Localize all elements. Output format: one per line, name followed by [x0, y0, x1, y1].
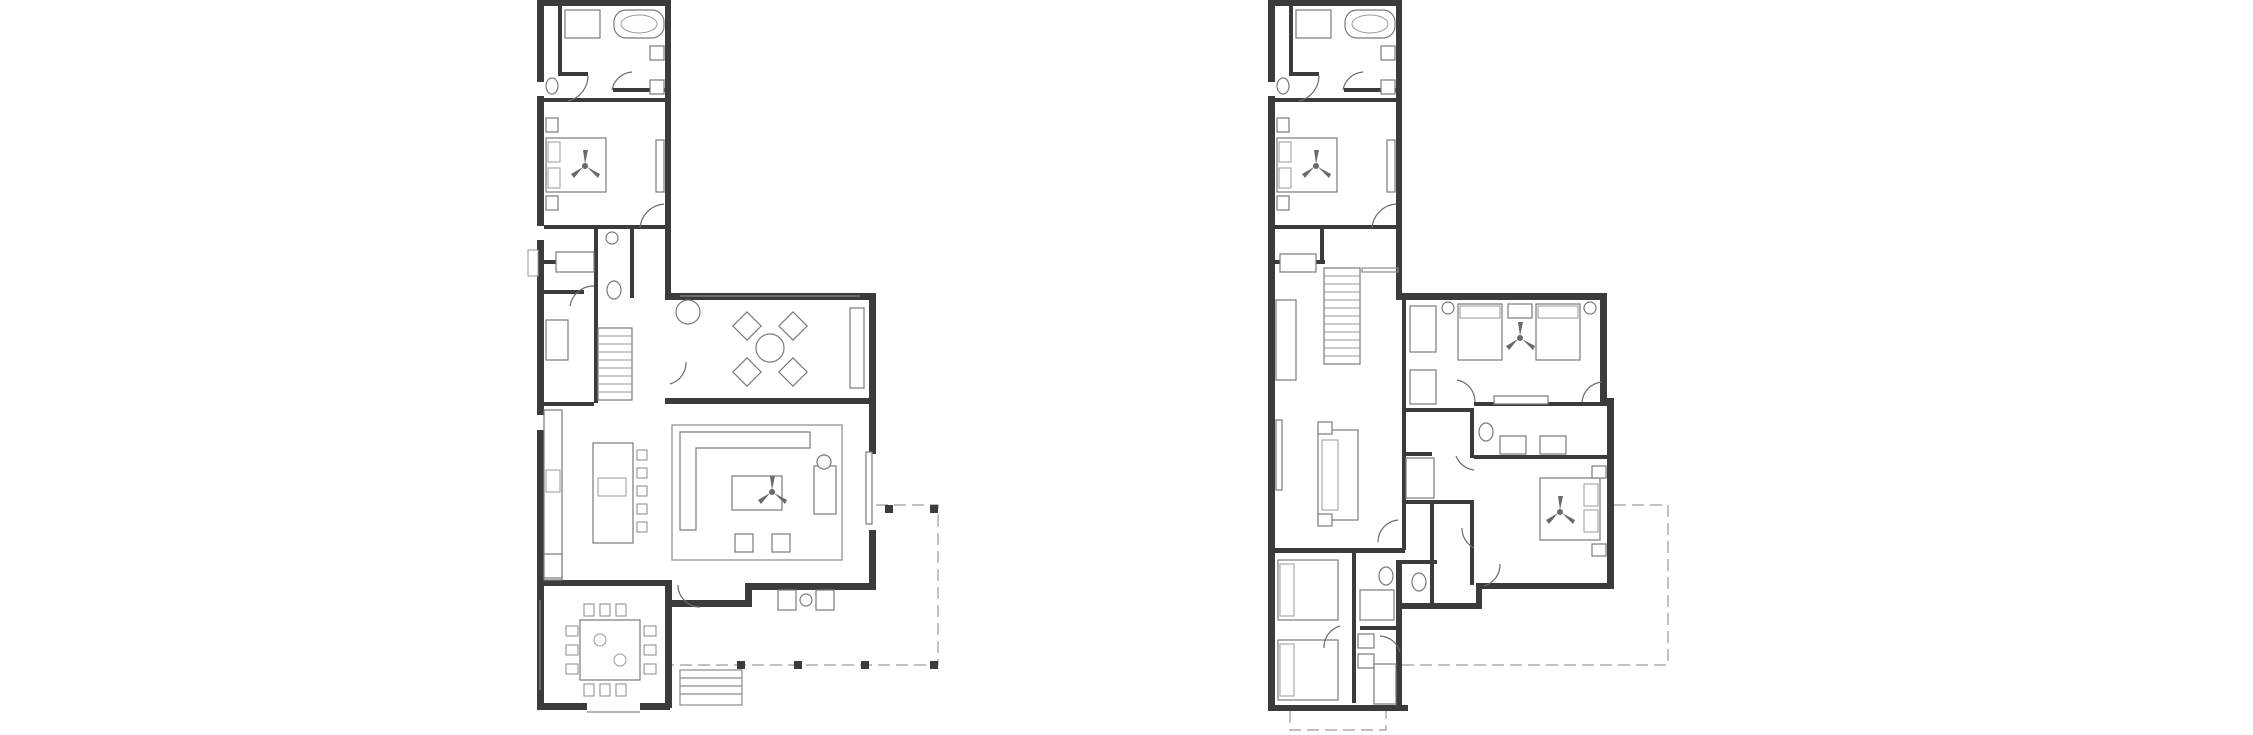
counter-icon — [543, 409, 563, 581]
nightstand-icon — [1276, 195, 1290, 211]
first-floor-master-bedroom — [545, 117, 665, 229]
dresser-icon — [655, 139, 665, 193]
armchair-icon — [771, 533, 791, 553]
tub-icon — [1373, 663, 1397, 705]
toilet-icon — [1478, 422, 1494, 442]
first-floor-living-room — [671, 424, 873, 608]
bookshelf-icon — [1275, 299, 1297, 381]
toilet-icon — [1378, 566, 1394, 586]
porch-chair-icon — [777, 589, 797, 611]
window-seat-icon — [1275, 419, 1283, 491]
ceiling-fan-icon — [1546, 496, 1575, 524]
second-floor-plan — [1268, 0, 1669, 731]
second-floor-bunk-room — [1277, 559, 1341, 701]
shower-icon — [564, 9, 601, 39]
sectional-sofa-icon — [679, 431, 811, 531]
sink-icon — [1539, 435, 1567, 455]
ceiling-fan-icon — [1302, 150, 1331, 178]
second-floor-bedroom-1 — [1276, 117, 1397, 273]
refrigerator-icon — [543, 553, 563, 579]
nightstand-icon — [545, 195, 559, 211]
second-floor-exterior-walls — [1268, 0, 1614, 711]
chair-icon — [778, 311, 808, 341]
toilet-icon — [606, 280, 622, 300]
bench-icon — [849, 307, 865, 389]
second-floor-jack-jill-bath — [1357, 566, 1427, 705]
round-table-icon — [755, 333, 785, 363]
sink-icon — [1380, 45, 1396, 61]
sink-icon — [1380, 79, 1396, 95]
nightstand-icon — [1276, 117, 1290, 133]
dining-table-icon — [579, 619, 641, 681]
cooktop-icon — [597, 477, 627, 497]
nightstand-icon — [1591, 543, 1607, 557]
second-floor-master-bath — [1276, 9, 1396, 102]
second-floor-stair-loft — [1275, 267, 1399, 543]
first-floor-kitchen — [543, 409, 648, 581]
sink-icon — [1357, 653, 1375, 669]
lamp-icon — [1583, 301, 1597, 315]
nightstand-icon — [545, 117, 559, 133]
chair-icon — [732, 311, 762, 341]
washer-dryer-icon — [555, 251, 595, 273]
lamp-icon — [1441, 301, 1455, 315]
ceiling-fan-icon — [571, 150, 600, 178]
sink-icon — [1357, 633, 1375, 649]
side-table-icon — [799, 593, 813, 607]
nightstand-icon — [1507, 303, 1533, 319]
ceiling-fan-icon — [1506, 322, 1535, 350]
second-floor-bedroom-3 — [1461, 465, 1607, 587]
armchair-icon — [813, 465, 837, 515]
shower-icon — [1359, 589, 1395, 621]
toilet-icon — [545, 77, 559, 95]
closet-icon — [1409, 305, 1437, 353]
dresser-icon — [1493, 395, 1549, 405]
first-floor-sunroom — [669, 295, 865, 389]
cabinet-icon — [545, 319, 569, 361]
linen-closet-icon — [1405, 457, 1435, 499]
ceiling-fan-icon — [758, 476, 787, 504]
sink-icon — [605, 231, 619, 245]
closet-shelf-icon — [1279, 253, 1317, 273]
side-table-icon — [816, 454, 832, 470]
toilet-icon — [1411, 572, 1427, 592]
shower-icon — [1295, 9, 1332, 39]
area-rug — [671, 424, 843, 561]
second-floor-porch-roof-outline — [1289, 504, 1669, 731]
second-floor-hall-bath — [1405, 422, 1567, 499]
sink-icon — [649, 79, 665, 95]
chair-icon — [732, 357, 762, 387]
armchair-icon — [734, 533, 754, 553]
nightstand-icon — [1591, 465, 1607, 479]
porch-steps — [679, 669, 743, 706]
exterior-door-icon — [527, 249, 539, 277]
chair-icon — [778, 357, 808, 387]
first-floor-stair — [545, 319, 633, 401]
first-floor-powder-room — [527, 231, 622, 307]
corner-chair-icon — [675, 299, 701, 325]
closet-icon — [1409, 369, 1437, 405]
side-table-icon — [1317, 513, 1333, 527]
first-floor-dining-room — [539, 600, 657, 713]
dresser-icon — [1386, 139, 1396, 193]
sink-icon — [649, 45, 665, 61]
sink-icon — [545, 469, 561, 493]
fireplace-icon — [865, 451, 873, 525]
first-floor-master-bath — [545, 9, 665, 102]
first-floor-plan — [527, 0, 939, 713]
toilet-icon — [1276, 77, 1290, 95]
sink-icon — [1499, 435, 1527, 455]
porch-chair-icon — [815, 589, 835, 611]
side-table-icon — [1317, 421, 1333, 435]
first-floor-front-porch — [672, 504, 939, 706]
second-floor-bedroom-2 — [1409, 301, 1603, 405]
